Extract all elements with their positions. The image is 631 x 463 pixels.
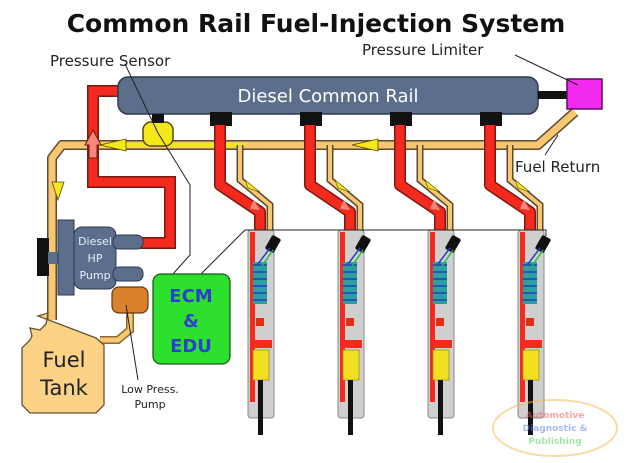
pressure-limiter <box>566 78 603 110</box>
return-arrow-down-icon <box>51 181 65 202</box>
return-arrow-icon <box>334 179 351 193</box>
nozzle-needle <box>528 380 533 435</box>
fuel-return-label: Fuel Return <box>515 158 600 176</box>
watermark: Automotive Diagnostic & Publishing <box>492 399 618 457</box>
spring <box>252 349 270 381</box>
injector-2 <box>300 112 371 435</box>
return-arrow-icon <box>424 179 441 193</box>
svg-text:EDU: EDU <box>170 336 212 357</box>
svg-text:Pump: Pump <box>134 398 165 411</box>
low-pressure-pump-label: Low Press. <box>121 383 179 396</box>
svg-text:Pump: Pump <box>79 269 110 282</box>
svg-text:Diagnostic &: Diagnostic & <box>523 424 588 434</box>
rail-outlet <box>480 112 502 126</box>
pressure-sensor-label: Pressure Sensor <box>50 52 171 70</box>
svg-text:Publishing: Publishing <box>528 437 581 447</box>
common-rail-label: Diesel Common Rail <box>237 86 418 107</box>
svg-text:HP: HP <box>88 252 103 265</box>
injector-1 <box>210 112 281 435</box>
diagram-title: Common Rail Fuel-Injection System <box>67 9 566 38</box>
solenoid-coil <box>523 262 537 304</box>
return-arrow-icon <box>514 179 531 193</box>
solenoid-coil <box>343 262 357 304</box>
flow-arrow-icon <box>226 187 260 210</box>
rail-outlet <box>300 112 322 126</box>
solenoid-coil <box>433 262 447 304</box>
spring <box>432 349 450 381</box>
rail-outlet <box>390 112 412 126</box>
flow-arrow-icon <box>496 187 530 210</box>
pressure-limiter-label: Pressure Limiter <box>362 41 484 59</box>
nozzle-needle <box>348 380 353 435</box>
fuel-return-line <box>47 108 579 320</box>
rail-outlet <box>210 112 232 126</box>
return-arrow-icon <box>99 138 127 152</box>
svg-text:Automotive: Automotive <box>526 411 585 421</box>
fuel-tank <box>21 312 105 414</box>
svg-text:ECM: ECM <box>169 286 212 307</box>
return-arrow-icon <box>351 138 379 152</box>
flow-arrow-icon <box>316 187 350 210</box>
hp-pump: Diesel HP Pump <box>37 219 144 296</box>
svg-text:Fuel: Fuel <box>43 348 86 372</box>
spring <box>522 349 540 381</box>
injector-3 <box>390 112 461 435</box>
spring <box>342 349 360 381</box>
ecm-edu-module <box>152 273 231 365</box>
nozzle-needle <box>258 380 263 435</box>
nozzle-needle <box>438 380 443 435</box>
high-pressure-supply-line <box>84 85 176 249</box>
svg-text:&: & <box>183 311 199 332</box>
injector-4 <box>480 112 551 435</box>
return-arrow-icon <box>244 179 261 193</box>
svg-text:Tank: Tank <box>39 376 89 400</box>
svg-text:Diesel: Diesel <box>78 235 112 248</box>
solenoid-coil <box>253 262 267 304</box>
flow-arrow-icon <box>406 187 440 210</box>
pressure-sensor <box>142 121 174 147</box>
low-pressure-pump <box>111 286 149 314</box>
